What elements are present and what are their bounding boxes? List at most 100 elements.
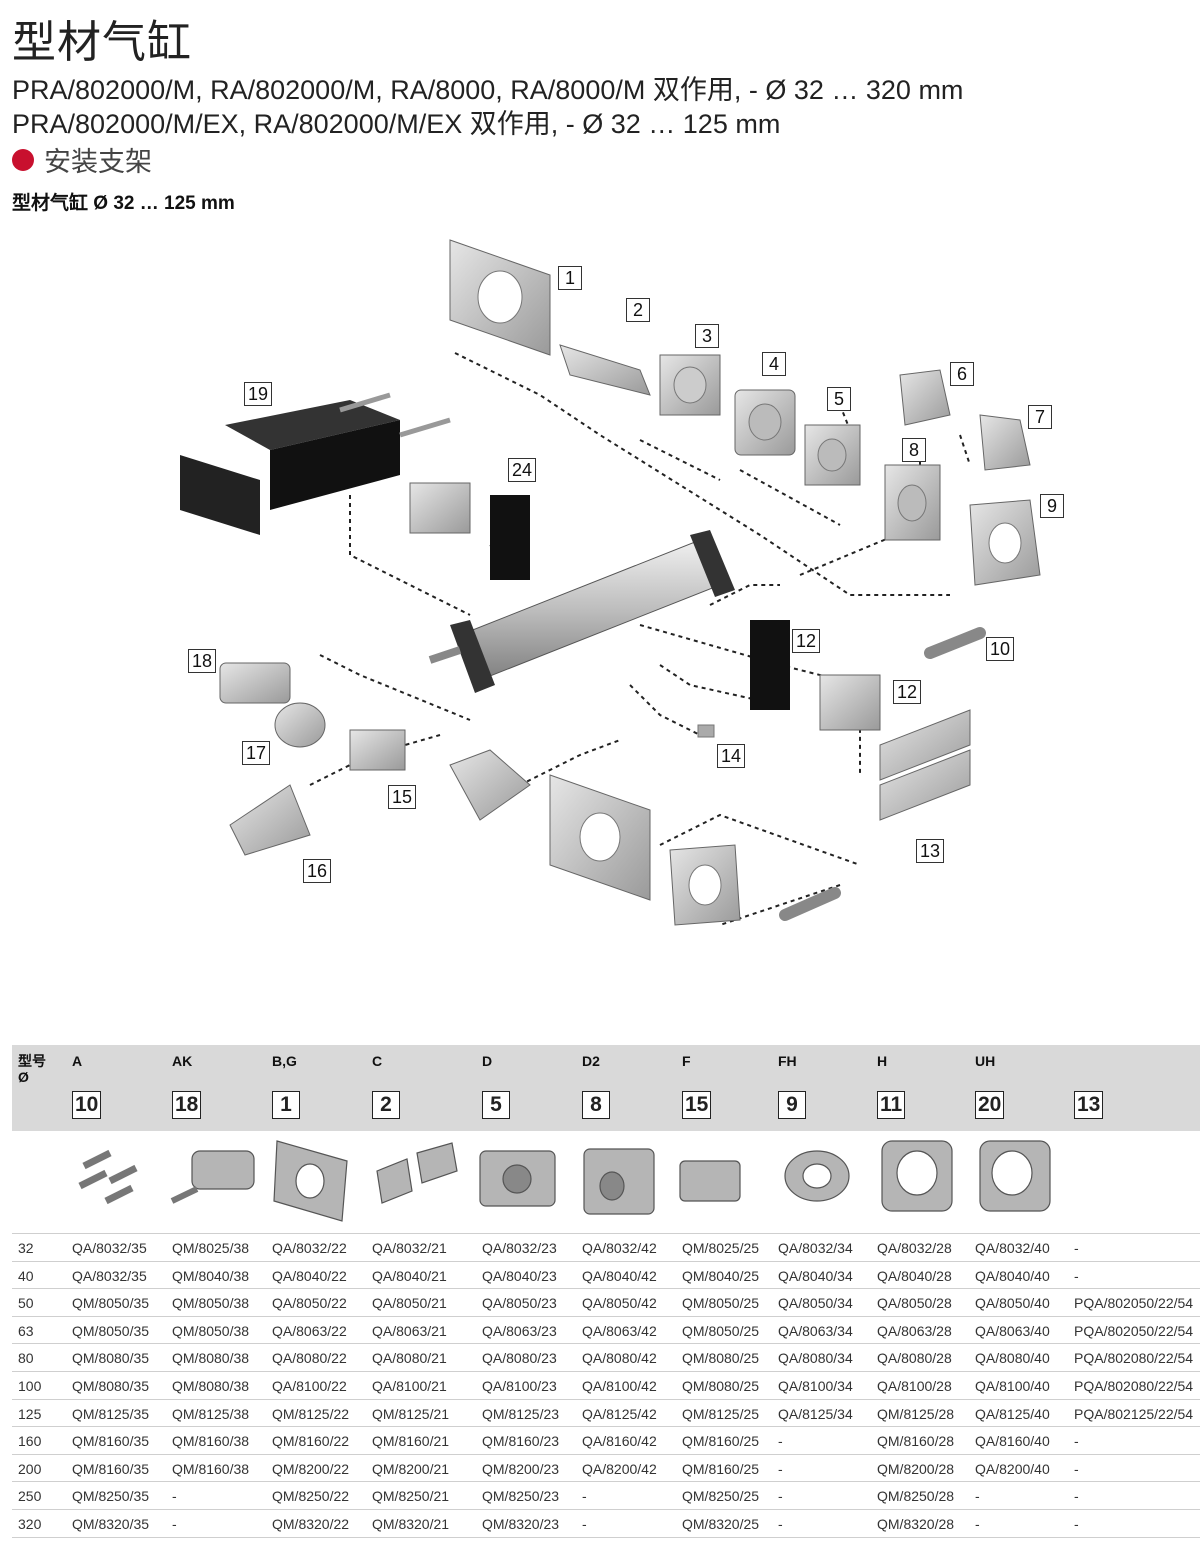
cell-part-number: QM/8080/35 [72,1377,150,1394]
cell-part-number: QM/8320/28 [877,1515,955,1532]
cell-part-number: QA/8125/42 [582,1405,657,1422]
cell-part-number: QA/8032/42 [582,1240,657,1256]
header-code: A [72,1053,83,1069]
callout-8: 8 [902,438,926,462]
accessory-thumbnails [78,1140,1051,1222]
cell-part-number: QA/8080/23 [482,1350,557,1367]
cell-part-number: QM/8080/25 [682,1377,760,1394]
cell-part-number: QA/8080/28 [877,1350,952,1367]
callout-18: 18 [188,649,217,673]
callout-6: 6 [950,362,974,386]
header-code: AK [172,1053,193,1069]
subtitle-2: PRA/802000/M/EX, RA/802000/M/EX 双作用, - Ø… [12,109,781,139]
cell-part-number: QM/8250/22 [272,1488,350,1505]
cell-part-number: QA/8050/28 [877,1295,952,1312]
cell-part-number: QA/8100/22 [272,1377,347,1394]
cell-part-number: QA/8100/21 [372,1377,447,1394]
header-code: FH [778,1053,797,1069]
cell-part-number: QA/8050/23 [482,1295,557,1312]
cell-part-number: QA/8063/23 [482,1322,557,1339]
cell-part-number: QM/8080/25 [682,1350,760,1367]
accessory-image-row [12,1131,1200,1233]
cell-part-number: QA/8040/22 [272,1267,347,1284]
cell-part-number: QA/8050/21 [372,1295,447,1312]
header-code: C [372,1053,383,1069]
cell-part-number: QM/8125/23 [482,1405,560,1422]
cell-part-number: QA/8050/40 [975,1295,1050,1312]
callout-3: 3 [695,324,719,348]
cell-part-number: QA/8080/22 [272,1350,347,1367]
cell-bore-size: 32 [18,1240,34,1256]
callout-24: 24 [508,458,537,482]
cell-part-number: QA/8040/42 [582,1267,657,1284]
cell-part-number: QA/8063/22 [272,1322,347,1339]
callout-14: 14 [717,744,746,768]
header-item-number: 15 [682,1091,712,1119]
cell-part-number: QM/8160/25 [682,1433,760,1450]
cell-part-number: QM/8050/25 [682,1295,760,1312]
section-title: 安装支架 [44,147,152,177]
cell-part-number: QA/8040/40 [975,1267,1050,1284]
cell-part-number: QM/8125/25 [682,1405,760,1422]
cell-part-number: QM/8160/35 [72,1460,150,1477]
cell-part-number: - [1074,1488,1079,1505]
profile-cylinder [428,530,735,693]
cell-part-number: QM/8040/38 [172,1267,250,1284]
header-code: F [682,1053,691,1069]
cell-part-number: - [582,1515,587,1532]
cell-part-number: - [172,1488,177,1505]
cell-bore-size: 200 [18,1460,42,1477]
cell-bore-size: 100 [18,1377,42,1394]
cell-part-number: QM/8025/38 [172,1240,250,1256]
cell-part-number: QA/8160/40 [975,1433,1050,1450]
cell-part-number: QM/8250/25 [682,1488,760,1505]
diagram-caption: 型材气缸 Ø 32 … 125 mm [12,193,235,214]
cell-bore-size: 80 [18,1350,34,1367]
cell-part-number: QM/8080/38 [172,1377,250,1394]
header-code: B,G [272,1053,297,1069]
callout-10: 10 [986,637,1015,661]
cell-part-number: QA/8040/23 [482,1267,557,1284]
cell-part-number: QM/8040/25 [682,1267,760,1284]
cell-part-number: - [1074,1515,1079,1532]
cell-part-number: QA/8063/42 [582,1322,657,1339]
callout-13: 13 [916,839,945,863]
cell-part-number: QA/8080/34 [778,1350,853,1367]
exploded-diagram: 1 2 3 4 5 6 7 8 9 10 12 12 13 14 15 16 1… [160,225,1064,995]
header-code: UH [975,1053,996,1069]
cell-bore-size: 160 [18,1433,42,1450]
cell-part-number: QA/8040/28 [877,1267,952,1284]
cell-part-number: QA/8125/34 [778,1405,853,1422]
cell-part-number: - [172,1515,177,1532]
callout-7: 7 [1028,405,1052,429]
header-item-number: 1 [272,1091,300,1119]
cell-part-number: QM/8125/38 [172,1405,250,1422]
header-code: D [482,1053,493,1069]
cell-part-number: QA/8080/21 [372,1350,447,1367]
cell-part-number: - [1074,1267,1079,1284]
cell-part-number: QA/8080/40 [975,1350,1050,1367]
cell-part-number: QM/8125/35 [72,1405,150,1422]
header-item-number: 11 [877,1091,906,1119]
cell-part-number: PQA/802125/22/54 [1074,1405,1194,1422]
cell-part-number: QA/8063/21 [372,1322,447,1339]
cell-part-number: QM/8320/25 [682,1515,760,1532]
cell-bore-size: 250 [18,1488,42,1505]
cell-part-number: QM/8250/28 [877,1488,955,1505]
cell-part-number: QM/8250/21 [372,1488,450,1505]
cell-part-number: QA/8032/21 [372,1240,447,1256]
header-item-number: 5 [482,1091,510,1119]
cell-part-number: QA/8100/34 [778,1377,853,1394]
cell-part-number: - [1074,1433,1079,1450]
callout-16: 16 [303,859,332,883]
subtitle-1: PRA/802000/M, RA/802000/M, RA/8000, RA/8… [12,75,964,105]
cell-part-number: QA/8032/28 [877,1240,952,1256]
